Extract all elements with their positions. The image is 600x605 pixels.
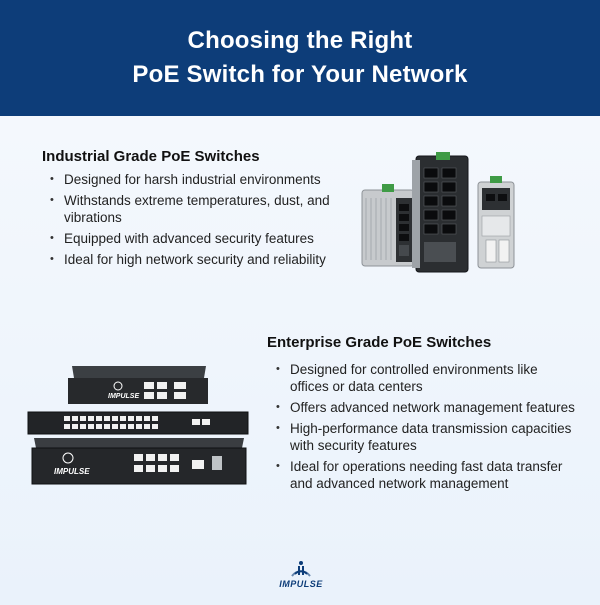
- main-content: Industrial Grade PoE Switches Designed f…: [0, 116, 600, 605]
- industrial-switches-image: [361, 152, 515, 273]
- list-item: Equipped with advanced security features: [50, 230, 340, 247]
- list-item: Offers advanced network management featu…: [276, 399, 576, 416]
- logo-text: IMPULSE: [279, 579, 323, 589]
- device-brand-label-top: IMPULSE: [108, 393, 139, 400]
- industrial-section-title: Industrial Grade PoE Switches: [42, 148, 260, 165]
- list-item: Ideal for operations needing fast data t…: [276, 458, 576, 492]
- enterprise-section-title: Enterprise Grade PoE Switches: [267, 334, 492, 351]
- list-item: Designed for controlled environments lik…: [276, 361, 576, 395]
- list-item: Withstands extreme temperatures, dust, a…: [50, 192, 340, 226]
- page-title-line-1: Choosing the Right: [187, 27, 413, 54]
- page-title-line-2: PoE Switch for Your Network: [132, 61, 468, 88]
- impulse-logo: IMPULSE: [276, 558, 326, 598]
- list-item: High-performance data transmission capac…: [276, 420, 576, 454]
- header-banner: Choosing the Right PoE Switch for Your N…: [0, 0, 600, 116]
- list-item: Designed for harsh industrial environmen…: [50, 171, 340, 188]
- list-item: Ideal for high network security and reli…: [50, 251, 340, 268]
- enterprise-switches-image: IMPULSE IMPULSE: [27, 366, 249, 485]
- industrial-feature-list: Designed for harsh industrial environmen…: [50, 171, 340, 272]
- device-brand-label-bottom: IMPULSE: [54, 467, 90, 476]
- enterprise-feature-list: Designed for controlled environments lik…: [276, 361, 576, 496]
- impulse-logo-icon: [291, 561, 311, 577]
